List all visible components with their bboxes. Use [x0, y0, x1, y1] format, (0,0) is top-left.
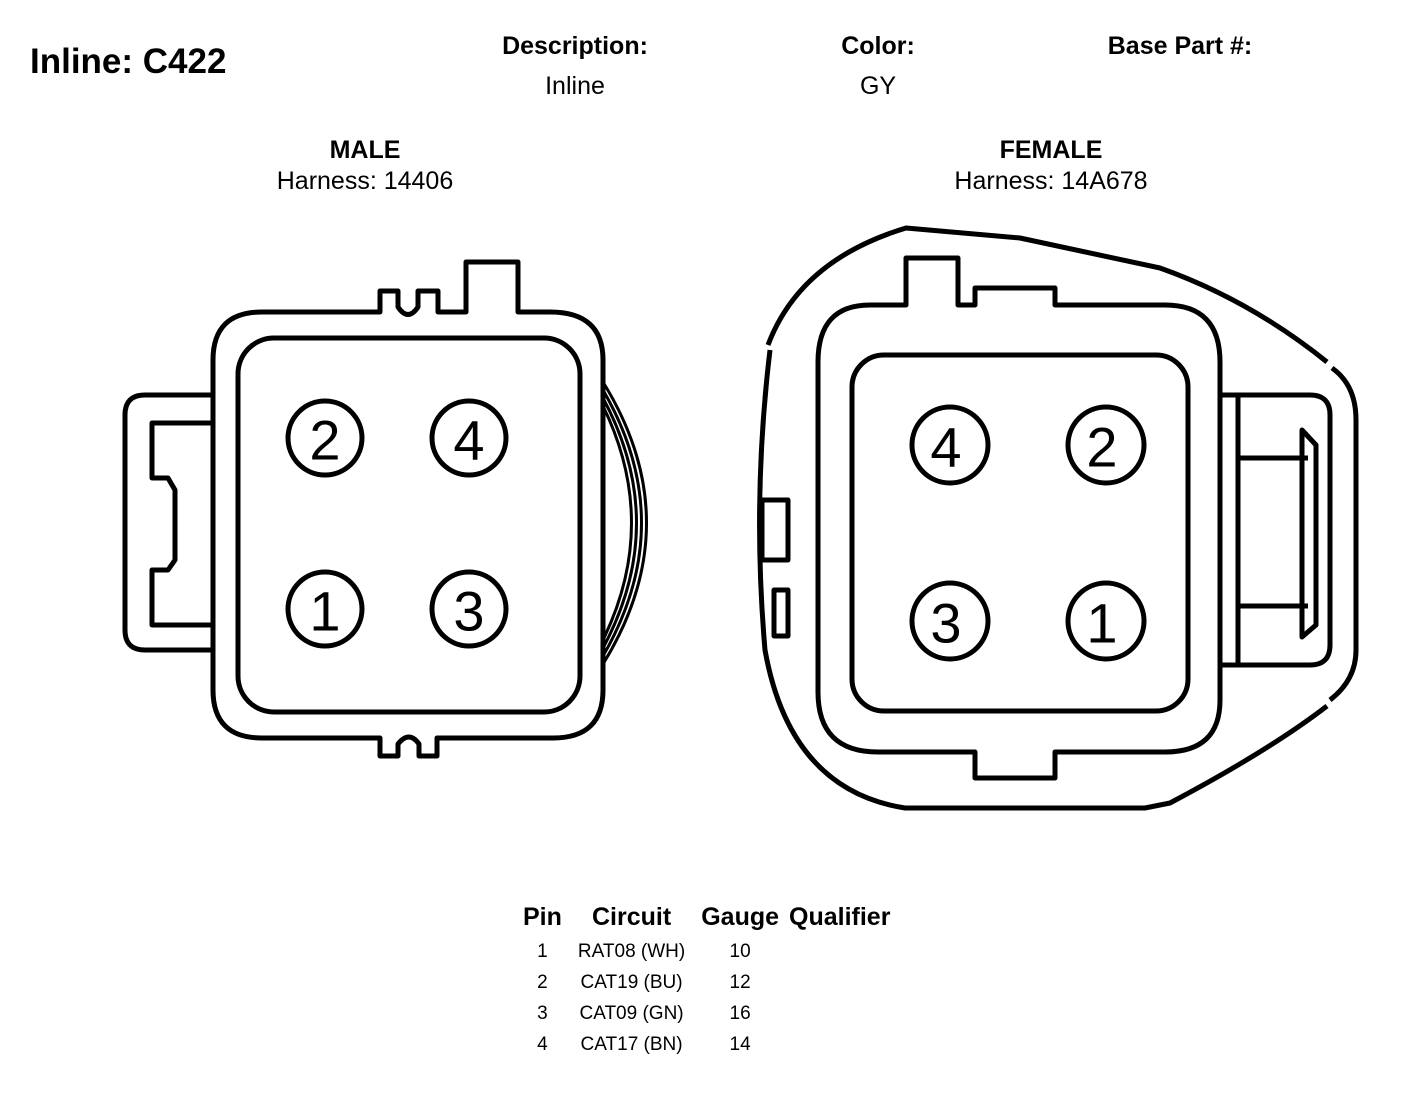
- qualifier-cell: [787, 938, 898, 969]
- male-harness: Harness: 14406: [276, 167, 454, 195]
- table-row: 3 CAT09 (GN) 16: [515, 1000, 898, 1031]
- female-outer-shell-lower: [757, 349, 1329, 811]
- table-row: 1 RAT08 (WH) 10: [515, 938, 898, 969]
- base-part-label: Base Part #:: [1107, 32, 1253, 60]
- female-pin-label: 2: [1086, 416, 1117, 479]
- female-right-cap: [1328, 365, 1359, 702]
- gauge-cell: 14: [729, 1034, 751, 1055]
- male-pin-circle: [285, 398, 365, 478]
- male-left-latch: [122, 392, 213, 653]
- male-pin-circle: [429, 398, 509, 478]
- qualifier-cell: [787, 1031, 898, 1062]
- pin-table-header-row: Pin Circuit Gauge Qualifier: [515, 903, 898, 938]
- male-wire-arc: [601, 397, 638, 649]
- female-pin-circle: [909, 404, 991, 486]
- female-latch-inner: [1235, 395, 1319, 665]
- connector-title: Inline: C422: [30, 42, 227, 81]
- circuit-cell: CAT17 (BN): [580, 1034, 683, 1055]
- qualifier-column-header: Qualifier: [789, 903, 891, 931]
- female-right-latch: [1220, 392, 1333, 668]
- female-pin-circle: [1065, 404, 1147, 486]
- description-value: Inline: [545, 72, 605, 100]
- female-pin-circle: [1065, 580, 1147, 662]
- pin-cell: 2: [537, 972, 548, 993]
- male-pin-label: 4: [453, 409, 484, 472]
- pin-cell: 1: [537, 941, 548, 962]
- male-wire-arc: [601, 389, 643, 657]
- pin-table: Pin Circuit Gauge Qualifier 1 RAT08 (WH)…: [515, 903, 898, 1062]
- color-value: GY: [859, 72, 897, 100]
- circuit-cell: RAT08 (WH): [577, 941, 686, 962]
- male-outer-housing: [210, 259, 606, 759]
- female-outer-shell: [765, 225, 1329, 364]
- male-connector: 2 4 1 3: [122, 259, 648, 759]
- gauge-column-header: Gauge: [701, 903, 780, 931]
- male-pin-label: 3: [453, 580, 484, 643]
- qualifier-cell: [787, 969, 898, 1000]
- male-latch-inner: [149, 420, 213, 628]
- circuit-column-header: Circuit: [591, 903, 672, 931]
- color-label: Color:: [841, 32, 915, 60]
- female-pin-label: 4: [930, 416, 961, 479]
- table-row: 2 CAT19 (BU) 12: [515, 969, 898, 1000]
- male-pin-circle: [429, 569, 509, 649]
- female-pin-label: 1: [1086, 592, 1117, 655]
- female-pin-label: 3: [930, 592, 961, 655]
- female-harness: Harness: 14A678: [954, 167, 1148, 195]
- table-row: 4 CAT17 (BN) 14: [515, 1031, 898, 1062]
- female-middle-housing: [815, 255, 1223, 781]
- gauge-cell: 16: [729, 1003, 751, 1024]
- circuit-cell: CAT09 (GN): [579, 1003, 684, 1024]
- pin-cell: 4: [537, 1034, 548, 1055]
- pin-column-header: Pin: [523, 903, 562, 931]
- male-pin-label: 1: [309, 580, 340, 643]
- pin-cell: 3: [537, 1003, 548, 1024]
- female-label: FEMALE: [999, 136, 1103, 164]
- gauge-cell: 12: [729, 972, 751, 993]
- qualifier-cell: [787, 1000, 898, 1031]
- male-inner-housing: [235, 335, 583, 715]
- description-label: Description:: [502, 32, 648, 60]
- female-left-tab: [759, 497, 791, 563]
- circuit-cell: CAT19 (BU): [580, 972, 683, 993]
- male-wire-arc: [601, 405, 633, 641]
- male-pin-circle: [285, 569, 365, 649]
- female-inner-housing: [849, 352, 1191, 714]
- female-pin-circle: [909, 580, 991, 662]
- male-pin-label: 2: [309, 409, 340, 472]
- female-left-tab-small: [771, 587, 791, 639]
- female-connector: 4 2 3 1: [757, 225, 1359, 811]
- gauge-cell: 10: [729, 941, 751, 962]
- male-label: MALE: [329, 136, 401, 164]
- male-wire-arc: [601, 381, 648, 665]
